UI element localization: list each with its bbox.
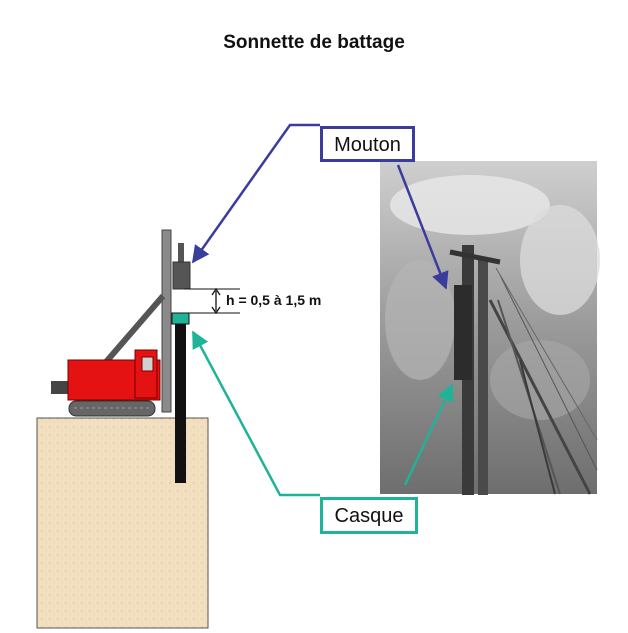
- mouton-photo-arrow: [396, 164, 449, 290]
- ram: [172, 261, 191, 290]
- ram-top: [178, 243, 184, 263]
- height-label: h = 0,5 à 1,5 m: [226, 292, 322, 308]
- casque-photo-arrow: [403, 383, 454, 486]
- mouton-label: Mouton: [320, 126, 415, 162]
- helmet: [171, 312, 190, 325]
- height-arrow-head-down: [211, 306, 221, 315]
- pile-driver-photo: [380, 161, 600, 495]
- boom-strut: [103, 294, 166, 364]
- mast: [161, 229, 172, 413]
- cab-window: [141, 356, 154, 372]
- diagram-title: Sonnette de battage: [223, 32, 405, 53]
- height-arrow-head-up: [211, 287, 221, 296]
- mouton-connector: [191, 123, 320, 264]
- casque-connector: [191, 330, 320, 497]
- casque-label: Casque: [320, 497, 418, 534]
- pile: [175, 323, 186, 483]
